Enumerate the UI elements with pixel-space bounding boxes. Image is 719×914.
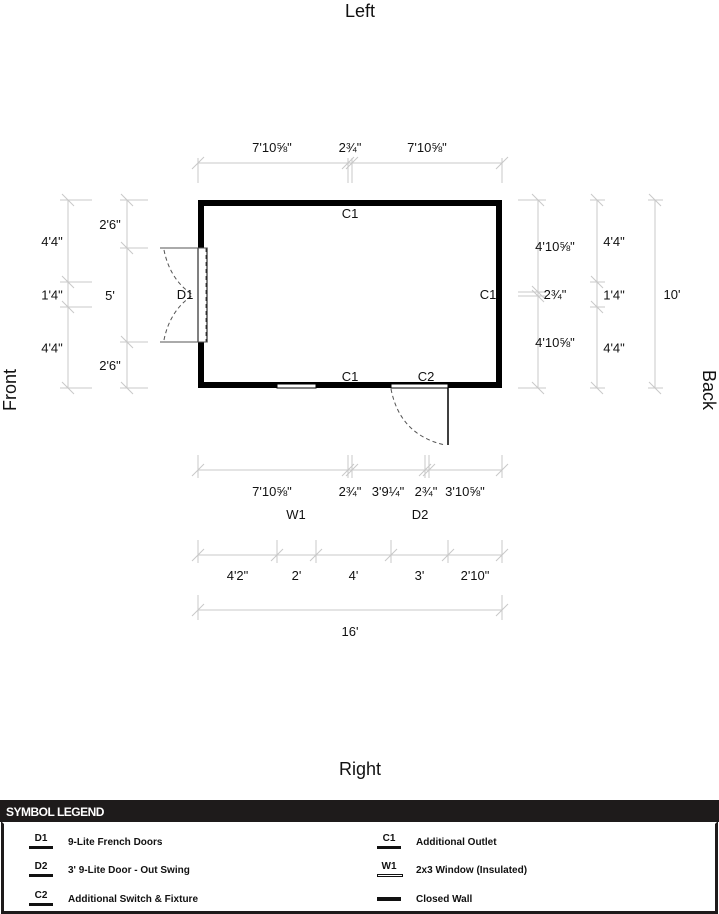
floor-plan: Left Right Front Back C1 C1 C1 C2 D1 W1 …	[0, 1, 719, 779]
legend-title: SYMBOL LEGEND	[0, 800, 719, 822]
dimension-line	[61, 381, 75, 395]
dimension-line	[648, 193, 662, 207]
side-label-back: Back	[699, 370, 719, 411]
dimension-line	[270, 548, 284, 562]
dimension-line	[345, 463, 359, 477]
side-label-right: Right	[339, 759, 381, 779]
french-door-d1	[160, 247, 208, 343]
dimension-label: 2¾"	[339, 140, 362, 155]
dimension-line	[495, 156, 509, 170]
window-w1	[276, 383, 317, 389]
dimension-line	[120, 193, 134, 207]
dimension-line	[495, 548, 509, 562]
dimension-label: 4'10⅝"	[535, 239, 575, 254]
dimension-line	[495, 463, 509, 477]
dimension-line	[495, 603, 509, 617]
door-symbol-icon: D2	[26, 861, 56, 877]
dimension-line	[191, 603, 205, 617]
side-label-front: Front	[0, 369, 20, 411]
dimension-line	[120, 335, 134, 349]
building-walls	[198, 200, 502, 388]
dimension-label: 10'	[664, 287, 681, 302]
dimension-line	[422, 463, 436, 477]
dimension-label: 7'10⅝"	[252, 484, 292, 499]
dimension-line	[648, 381, 662, 395]
side-label-left: Left	[345, 1, 375, 21]
dimension-label: 3'10⅝"	[445, 484, 485, 499]
outlet-c1-bottom: C1	[342, 369, 359, 384]
dimension-label: 2'6"	[99, 358, 121, 373]
dimension-label: 1'4"	[41, 288, 63, 303]
dimension-line	[531, 289, 545, 303]
dimension-label: 4'2"	[227, 568, 249, 583]
dimension-line	[384, 548, 398, 562]
dimension-lines	[60, 156, 663, 620]
dimension-label: 2¾"	[544, 287, 567, 302]
dimension-label: 4'4"	[603, 234, 625, 249]
dimension-label: 2¾"	[415, 484, 438, 499]
dimension-label: 7'10⅝"	[407, 140, 447, 155]
dimension-label: 4'	[349, 568, 359, 583]
outlet-symbol-icon: C1	[374, 833, 404, 849]
dimension-line	[61, 275, 75, 289]
dimension-line	[531, 193, 545, 207]
door-symbol-icon: D1	[26, 833, 56, 849]
dimension-label: 4'10⅝"	[535, 335, 575, 350]
dimension-line	[120, 241, 134, 255]
dimension-label: 7'10⅝"	[252, 140, 292, 155]
dimension-line	[441, 548, 455, 562]
outlet-c1-right: C1	[480, 287, 497, 302]
dimension-line	[191, 156, 205, 170]
dimension-label: 1'4"	[603, 288, 625, 303]
door-d2	[390, 383, 449, 446]
dimension-line	[590, 275, 604, 289]
outlet-c1-top: C1	[342, 206, 359, 221]
dimension-label: 16'	[342, 624, 359, 639]
dimension-label: 5'	[105, 288, 115, 303]
dimension-label: 4'4"	[41, 234, 63, 249]
dimension-label: 2'10"	[461, 568, 490, 583]
switch-symbol-icon: C2	[26, 890, 56, 906]
dimension-line	[191, 463, 205, 477]
switch-c2: C2	[418, 369, 435, 384]
dimension-label: 3'9¼"	[372, 484, 405, 499]
dimension-label: 2¾"	[339, 484, 362, 499]
dimension-line	[345, 156, 359, 170]
window-symbol-icon: W1	[374, 861, 404, 877]
dimension-label: 2'	[292, 568, 302, 583]
dimension-line	[120, 381, 134, 395]
dimension-label: 4'4"	[41, 341, 63, 356]
dimension-line	[531, 381, 545, 395]
window-w1-label: W1	[286, 507, 306, 522]
dimension-line	[590, 381, 604, 395]
dimension-line	[61, 193, 75, 207]
dimension-line	[61, 300, 75, 314]
dimension-label: 4'4"	[603, 341, 625, 356]
dimension-label: 3'	[415, 568, 425, 583]
dimension-label: 2'6"	[99, 217, 121, 232]
dimension-line	[590, 300, 604, 314]
dimension-line	[191, 548, 205, 562]
dimension-line	[590, 193, 604, 207]
dimension-line	[309, 548, 323, 562]
door-d2-label: D2	[412, 507, 429, 522]
door-d1-label: D1	[177, 287, 194, 302]
